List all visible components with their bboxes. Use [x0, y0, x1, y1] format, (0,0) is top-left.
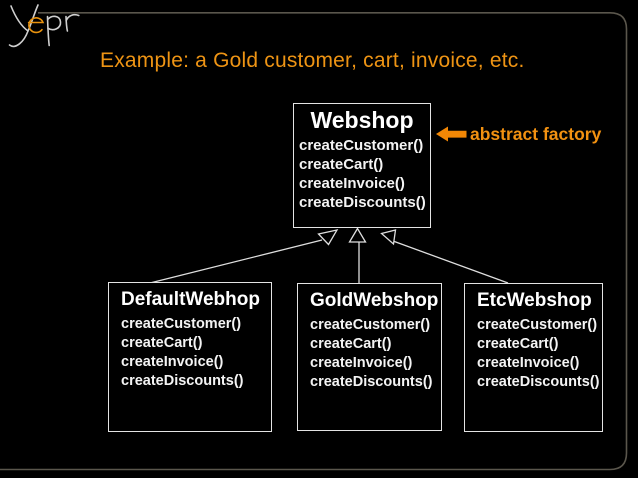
class-name: GoldWebshop	[310, 290, 439, 311]
class-method-list: createCustomer() createCart() createInvo…	[294, 136, 430, 212]
class-method: createCustomer()	[121, 316, 242, 332]
class-method: createDiscounts()	[310, 374, 433, 390]
class-method: createDiscounts()	[121, 373, 244, 389]
inheritance-line-default	[149, 239, 323, 284]
class-method: createCart()	[310, 336, 392, 352]
class-method: createDiscounts()	[477, 374, 600, 390]
inheritance-line-etc	[392, 240, 509, 284]
logo-y-right-stroke	[8, 4, 39, 48]
class-method: createCart()	[477, 336, 559, 352]
class-method: createCart()	[299, 156, 384, 173]
class-method-list: createCustomer() createCart() createInvo…	[465, 316, 602, 392]
class-name: Webshop	[310, 107, 414, 133]
logo-e-stroke	[27, 17, 45, 34]
logo-p-bowl	[46, 15, 62, 31]
class-method: createDiscounts()	[299, 194, 426, 211]
class-method: createInvoice()	[121, 354, 224, 370]
class-box-etcwebshop: EtcWebshop createCustomer() createCart()…	[464, 283, 603, 432]
slide-title: Example: a Gold customer, cart, invoice,…	[100, 49, 525, 72]
class-method: createCustomer()	[477, 317, 598, 333]
class-method: createInvoice()	[477, 355, 580, 371]
class-method: createInvoice()	[310, 355, 413, 371]
class-method-list: createCustomer() createCart() createInvo…	[298, 316, 441, 392]
slide-frame-border	[0, 12, 628, 471]
left-arrow-icon	[436, 126, 467, 142]
class-method: createInvoice()	[299, 175, 405, 192]
logo-p-stem	[46, 15, 50, 47]
class-name: DefaultWebhop	[121, 289, 260, 310]
yepr-logo-icon	[8, 4, 80, 48]
class-box-defaultwebhop: DefaultWebhop createCustomer() createCar…	[108, 282, 272, 432]
class-method-list: createCustomer() createCart() createInvo…	[109, 315, 271, 391]
inheritance-triangle-icon	[380, 229, 397, 246]
class-method: createCustomer()	[310, 317, 431, 333]
class-name: EtcWebshop	[477, 290, 592, 311]
abstract-factory-label: abstract factory	[470, 124, 602, 144]
logo-r-stem	[65, 15, 69, 32]
inheritance-triangle-icon	[348, 227, 367, 243]
logo-r-shoulder	[65, 13, 80, 22]
class-box-webshop: Webshop createCustomer() createCart() cr…	[293, 103, 431, 228]
logo-y-left-stroke	[10, 5, 29, 32]
class-box-goldwebshop: GoldWebshop createCustomer() createCart(…	[297, 283, 442, 431]
inheritance-triangle-icon	[317, 229, 339, 246]
class-method: createCart()	[121, 335, 203, 351]
class-method: createCustomer()	[299, 137, 424, 154]
inheritance-connectors	[149, 227, 509, 284]
